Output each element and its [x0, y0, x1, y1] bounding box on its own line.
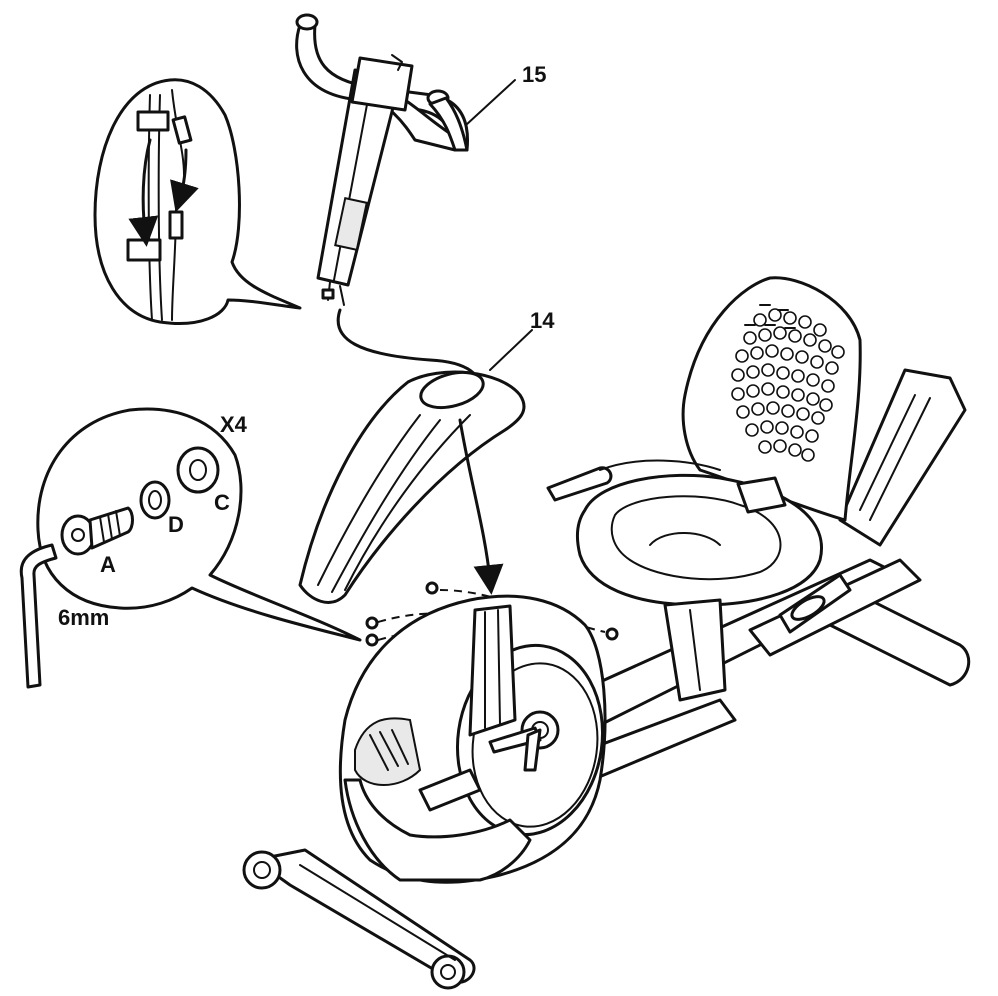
lock-washer-label: D — [168, 512, 184, 537]
leader-line-14 — [489, 329, 533, 371]
install-arrow — [458, 418, 504, 595]
lock-washer-d — [139, 480, 171, 520]
console-mast-part-15 — [295, 13, 470, 306]
flat-washer-label: C — [214, 490, 230, 515]
backrest-vent-pattern — [731, 304, 845, 462]
bolt-label: A — [100, 552, 116, 577]
wrench-size-label: 6mm — [58, 605, 109, 630]
hex-key-icon — [19, 543, 58, 689]
bolt-a — [60, 506, 134, 556]
flat-washer-c — [176, 446, 220, 494]
shroud-part-14 — [298, 370, 526, 604]
hardware-callout — [36, 407, 362, 642]
cable-connection-callout — [93, 78, 487, 397]
leader-line-15 — [465, 79, 516, 126]
quantity-label: X4 — [220, 412, 248, 437]
recumbent-bike-frame — [242, 276, 971, 990]
part-number-15: 15 — [522, 62, 546, 87]
part-number-14: 14 — [530, 308, 555, 333]
